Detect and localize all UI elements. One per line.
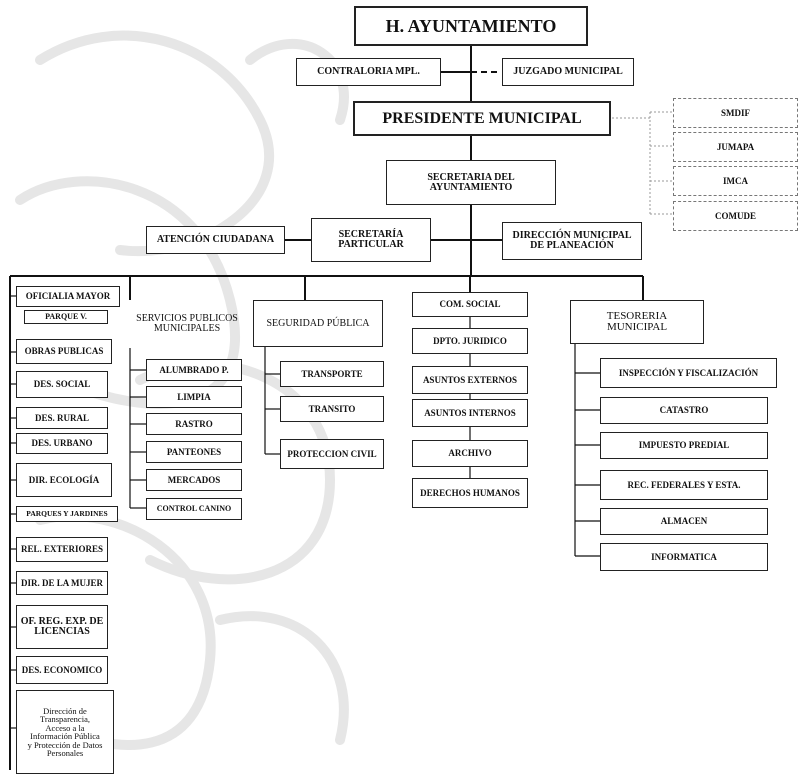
panteones-box: PANTEONES <box>146 441 242 463</box>
contraloria-box: CONTRALORIA MPL. <box>296 58 441 86</box>
des-rural-box: DES. RURAL <box>16 407 108 429</box>
control-canino-box: CONTROL CANINO <box>146 498 242 520</box>
comude-box: COMUDE <box>673 201 798 231</box>
des-social-box: DES. SOCIAL <box>16 371 108 398</box>
presidente-box: PRESIDENTE MUNICIPAL <box>353 101 611 136</box>
alumbrado-box: ALUMBRADO P. <box>146 359 242 381</box>
catastro-box: CATASTRO <box>600 397 768 424</box>
mercados-box: MERCADOS <box>146 469 242 491</box>
parques-jardines-box: PARQUES Y JARDINES <box>16 506 118 522</box>
parque-v-box: PARQUE V. <box>24 310 108 324</box>
transporte-box: TRANSPORTE <box>280 361 384 387</box>
informatica-box: INFORMATICA <box>600 543 768 571</box>
seguridad-publica-box: SEGURIDAD PÚBLICA <box>253 300 383 347</box>
almacen-box: ALMACEN <box>600 508 768 535</box>
transito-box: TRANSITO <box>280 396 384 422</box>
des-urbano-box: DES. URBANO <box>16 433 108 454</box>
com-social-box: COM. SOCIAL <box>412 292 528 317</box>
planeacion-box: DIRECCIÓN MUNICIPAL DE PLANEACIÓN <box>502 222 642 260</box>
rel-exteriores-box: REL. EXTERIORES <box>16 537 108 562</box>
ayuntamiento-box: H. AYUNTAMIENTO <box>354 6 588 46</box>
limpia-box: LIMPIA <box>146 386 242 408</box>
obras-publicas-box: OBRAS PUBLICAS <box>16 339 112 364</box>
rec-federales-box: REC. FEDERALES Y ESTA. <box>600 470 768 500</box>
of-reg-licencias-box: OF. REG. EXP. DE LICENCIAS <box>16 605 108 649</box>
juzgado-box: JUZGADO MUNICIPAL <box>502 58 634 86</box>
dpto-juridico-box: DPTO. JURIDICO <box>412 328 528 354</box>
des-economico-box: DES. ECONOMICO <box>16 656 108 684</box>
derechos-humanos-box: DERECHOS HUMANOS <box>412 478 528 508</box>
inspeccion-box: INSPECCIÓN Y FISCALIZACIÓN <box>600 358 777 388</box>
asuntos-externos-box: ASUNTOS EXTERNOS <box>412 366 528 394</box>
transparencia-box: Dirección de Transparencia, Acceso a la … <box>16 690 114 774</box>
imca-box: IMCA <box>673 166 798 196</box>
dir-ecologia-box: DIR. ECOLOGÍA <box>16 463 112 497</box>
impuesto-predial-box: IMPUESTO PREDIAL <box>600 432 768 459</box>
dir-mujer-box: DIR. DE LA MUJER <box>16 571 108 595</box>
servicios-publicos-heading: SERVICIOS PUBLICOS MUNICIPALES <box>136 313 238 334</box>
proteccion-civil-box: PROTECCION CIVIL <box>280 439 384 469</box>
tesoreria-box: TESORERIA MUNICIPAL <box>570 300 704 344</box>
oficialia-mayor-box: OFICIALIA MAYOR <box>16 286 120 307</box>
asuntos-internos-box: ASUNTOS INTERNOS <box>412 399 528 427</box>
atencion-ciudadana-box: ATENCIÓN CIUDADANA <box>146 226 285 254</box>
secretaria-ayuntamiento-box: SECRETARIA DEL AYUNTAMIENTO <box>386 160 556 205</box>
archivo-box: ARCHIVO <box>412 440 528 467</box>
rastro-box: RASTRO <box>146 413 242 435</box>
smdif-box: SMDIF <box>673 98 798 128</box>
secretaria-particular-box: SECRETARÍA PARTICULAR <box>311 218 431 262</box>
jumapa-box: JUMAPA <box>673 132 798 162</box>
